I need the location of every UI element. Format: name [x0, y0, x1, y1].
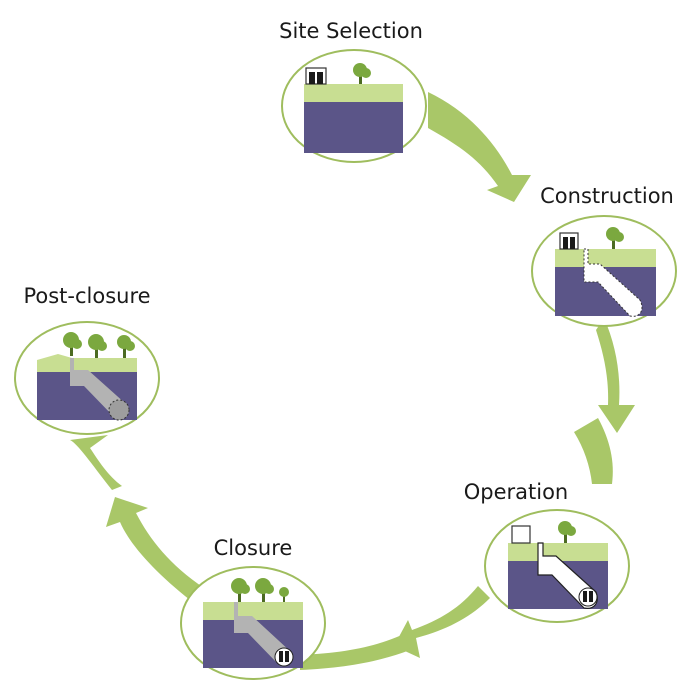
tree-icon [279, 587, 289, 602]
stage-post-closure: Post-closure [14, 284, 160, 435]
tree-icon [117, 335, 135, 358]
tree-icon [231, 578, 250, 602]
surface-layer [508, 543, 608, 561]
tree-icon [606, 227, 624, 249]
arrow-closure-lower [300, 634, 410, 670]
tree-icon [558, 521, 576, 543]
stage-operation: Operation [464, 480, 630, 623]
stage-label-closure: Closure [214, 536, 293, 560]
stage-closure: Closure [180, 536, 326, 680]
arrow-post-closure-to-site-selection [70, 435, 122, 490]
building-outline-icon [511, 525, 531, 544]
stage-label-post-closure: Post-closure [23, 284, 150, 308]
tree-icon [88, 334, 107, 358]
building-icon [305, 67, 327, 85]
sealed-canister-icon [108, 399, 130, 421]
stage-label-operation: Operation [464, 480, 569, 504]
arrow-operation-to-closure-upper [574, 418, 613, 484]
tree-icon [353, 63, 371, 84]
arrow-operation-to-closure [394, 586, 490, 658]
surface-layer [555, 249, 656, 267]
tree-icon [255, 578, 274, 602]
stage-label-construction: Construction [540, 184, 674, 208]
tree-icon [63, 332, 82, 356]
canister-icon [578, 587, 598, 607]
arrow-construction-to-operation [596, 318, 635, 433]
surface-layer [203, 602, 303, 620]
stage-construction: Construction [531, 184, 677, 327]
building-icon [559, 232, 579, 250]
stage-site-selection: Site Selection [279, 19, 427, 163]
surface-layer [304, 84, 403, 102]
bedrock-layer [304, 102, 403, 153]
canister-icon [274, 647, 294, 667]
arrow-closure-to-post-closure [106, 497, 204, 600]
surface-layer [37, 354, 137, 372]
stage-label-site-selection: Site Selection [279, 19, 423, 43]
cycle-arrows [70, 92, 635, 670]
arrow-site-selection-to-construction [428, 92, 531, 202]
tunnel-icon [583, 248, 643, 317]
